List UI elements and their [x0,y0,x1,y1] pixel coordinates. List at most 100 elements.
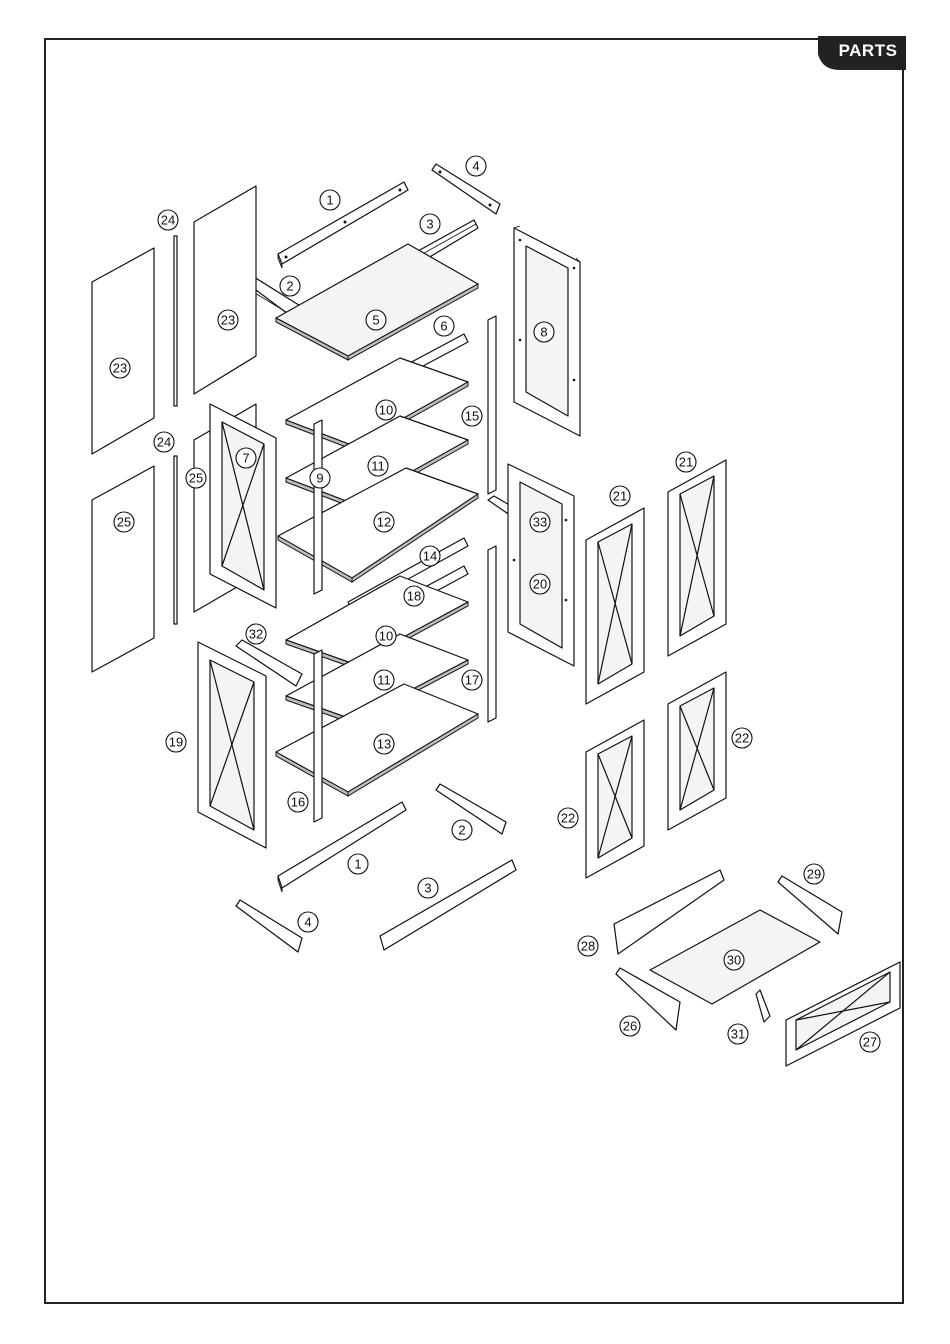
callout-29: 29 [804,864,824,884]
svg-text:1: 1 [326,193,333,208]
svg-text:32: 32 [249,627,263,642]
callout-11-upper: 11 [368,456,388,476]
callout-25-back: 25 [186,468,206,488]
svg-text:24: 24 [157,435,171,450]
callout-22-right: 22 [732,728,752,748]
callout-5: 5 [366,310,386,330]
svg-text:26: 26 [623,1019,637,1034]
svg-text:17: 17 [465,673,479,688]
part-1-bottom-rail [278,802,406,892]
callout-1-top: 1 [320,190,340,210]
svg-text:3: 3 [424,881,431,896]
svg-text:19: 19 [169,735,183,750]
callout-15: 15 [462,406,482,426]
callout-27: 27 [860,1032,880,1052]
svg-text:10: 10 [379,629,393,644]
callout-33: 33 [530,512,550,532]
callout-7: 7 [236,448,256,468]
svg-text:2: 2 [458,823,465,838]
svg-text:12: 12 [377,515,391,530]
part-24-rod-upper [174,236,177,406]
svg-text:15: 15 [465,409,479,424]
svg-text:7: 7 [242,451,249,466]
svg-text:21: 21 [613,489,627,504]
svg-text:18: 18 [407,589,421,604]
svg-text:1: 1 [354,857,361,872]
callout-19: 19 [166,732,186,752]
svg-text:20: 20 [533,577,547,592]
part-15-post [488,316,496,494]
callout-31: 31 [728,1024,748,1044]
callout-21-right: 21 [676,452,696,472]
part-21-door-right [668,460,726,656]
callout-22-left: 22 [558,808,578,828]
part-22-door-left [586,720,644,878]
svg-text:25: 25 [189,471,203,486]
part-3-bottom-rail [380,860,516,950]
callout-23-back: 23 [218,310,238,330]
callout-8: 8 [534,322,554,342]
svg-text:31: 31 [731,1027,745,1042]
svg-text:9: 9 [316,471,323,486]
svg-text:28: 28 [581,939,595,954]
svg-text:4: 4 [304,915,311,930]
callout-23-front: 23 [110,358,130,378]
callout-25-front: 25 [114,512,134,532]
callout-6: 6 [434,316,454,336]
part-17-post [488,546,496,722]
svg-text:13: 13 [377,737,391,752]
part-4-top-side-rail [432,164,500,214]
svg-text:22: 22 [561,811,575,826]
svg-text:2: 2 [286,279,293,294]
svg-text:23: 23 [221,313,235,328]
part-27-drawer-front [786,962,900,1066]
callout-18: 18 [404,586,424,606]
callout-28: 28 [578,936,598,956]
callout-3-bottom: 3 [418,878,438,898]
svg-text:27: 27 [863,1035,877,1050]
part-7-x-frame [210,404,276,608]
part-23-panel-front [92,248,154,454]
svg-text:6: 6 [440,319,447,334]
svg-text:24: 24 [161,213,175,228]
part-21-door-left [586,508,644,704]
part-31-drawer-runner [756,990,770,1022]
svg-text:5: 5 [372,313,379,328]
callout-14: 14 [420,546,440,566]
callout-9: 9 [310,468,330,488]
part-23-panel-back [194,186,256,394]
part-19-x-frame [198,642,266,848]
callout-10-lower: 10 [376,626,396,646]
svg-text:8: 8 [540,325,547,340]
svg-text:21: 21 [679,455,693,470]
svg-text:22: 22 [735,731,749,746]
callout-20: 20 [530,574,550,594]
callout-2-top: 2 [280,276,300,296]
callout-4-bottom: 4 [298,912,318,932]
part-24-rod-lower [174,456,177,624]
svg-text:23: 23 [113,361,127,376]
part-20-back-frame [508,464,574,666]
callout-11-lower: 11 [374,670,394,690]
svg-text:11: 11 [377,673,391,688]
callout-4-top: 4 [466,156,486,176]
part-9-post [314,420,322,594]
callout-24-upper: 24 [158,210,178,230]
callout-30: 30 [724,950,744,970]
callout-13: 13 [374,734,394,754]
part-25-panel-front [92,466,154,672]
svg-text:25: 25 [117,515,131,530]
callout-16: 16 [288,792,308,812]
svg-text:33: 33 [533,515,547,530]
callout-12: 12 [374,512,394,532]
svg-text:16: 16 [291,795,305,810]
callout-2-bottom: 2 [452,820,472,840]
part-16-post [314,650,322,822]
svg-text:11: 11 [371,459,385,474]
callout-32: 32 [246,624,266,644]
callout-24-lower: 24 [154,432,174,452]
svg-text:10: 10 [379,403,393,418]
callout-10-upper: 10 [376,400,396,420]
callout-1-bottom: 1 [348,854,368,874]
